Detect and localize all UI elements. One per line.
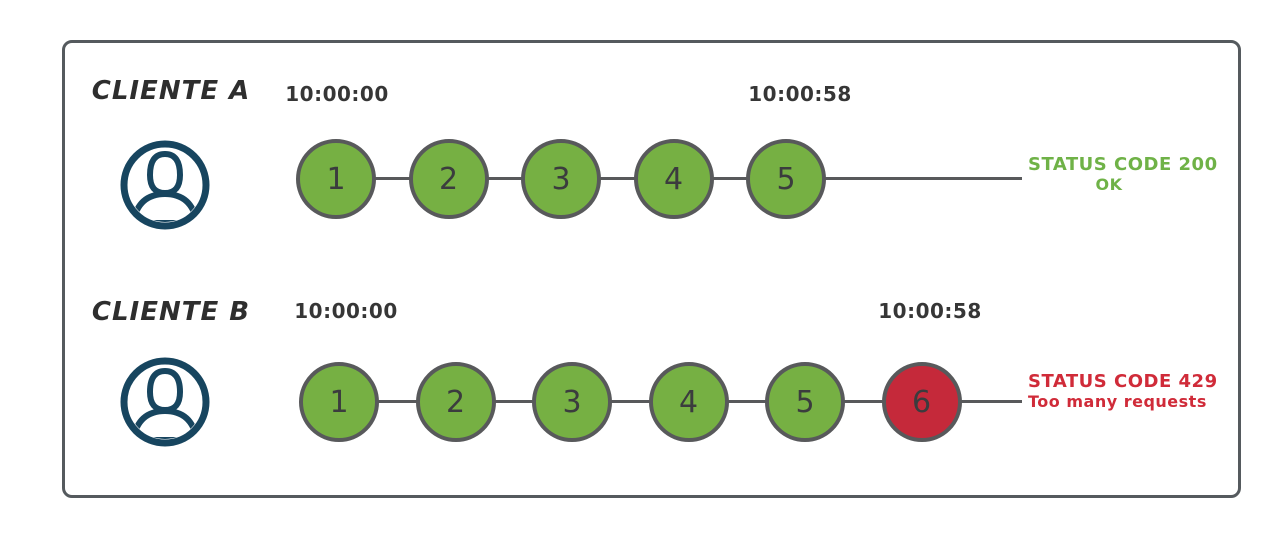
client-b-label: CLIENTE B	[91, 297, 251, 327]
request-circle-6-blocked: 6	[881, 362, 962, 442]
client-a-end-timestamp: 10:00:58	[748, 82, 852, 106]
request-circle-4-ok: 4	[648, 362, 729, 442]
request-circle-3-ok: 3	[532, 362, 612, 442]
client-a-status-message: OK	[1095, 174, 1123, 194]
client-b-end-timestamp: 10:00:58	[878, 299, 982, 323]
request-circle-3-ok: 3	[521, 139, 601, 219]
client-b-status-code: STATUS CODE 429	[1028, 371, 1218, 392]
request-circle-2-ok: 2	[415, 362, 496, 442]
client-a-status-text: STATUS CODE 200 OK	[1028, 154, 1218, 194]
user-avatar-icon	[120, 140, 210, 230]
client-a-label: CLIENTE A	[91, 76, 251, 106]
client-b-start-timestamp: 10:00:00	[294, 299, 398, 323]
user-avatar-icon	[120, 357, 210, 447]
client-a-status-code: STATUS CODE 200	[1028, 154, 1218, 175]
request-circle-2-ok: 2	[408, 139, 489, 219]
client-a-start-timestamp: 10:00:00	[285, 82, 389, 106]
client-b-status-message: Too many requests	[1028, 391, 1207, 411]
request-circle-5-ok: 5	[765, 362, 845, 442]
diagram-frame	[62, 40, 1241, 498]
request-circle-1-ok: 1	[296, 139, 376, 219]
request-circle-5-ok: 5	[746, 139, 826, 219]
client-b-status-text: STATUS CODE 429 Too many requests	[1028, 371, 1218, 411]
request-circle-4-ok: 4	[633, 139, 714, 219]
request-circle-1-ok: 1	[299, 362, 379, 442]
